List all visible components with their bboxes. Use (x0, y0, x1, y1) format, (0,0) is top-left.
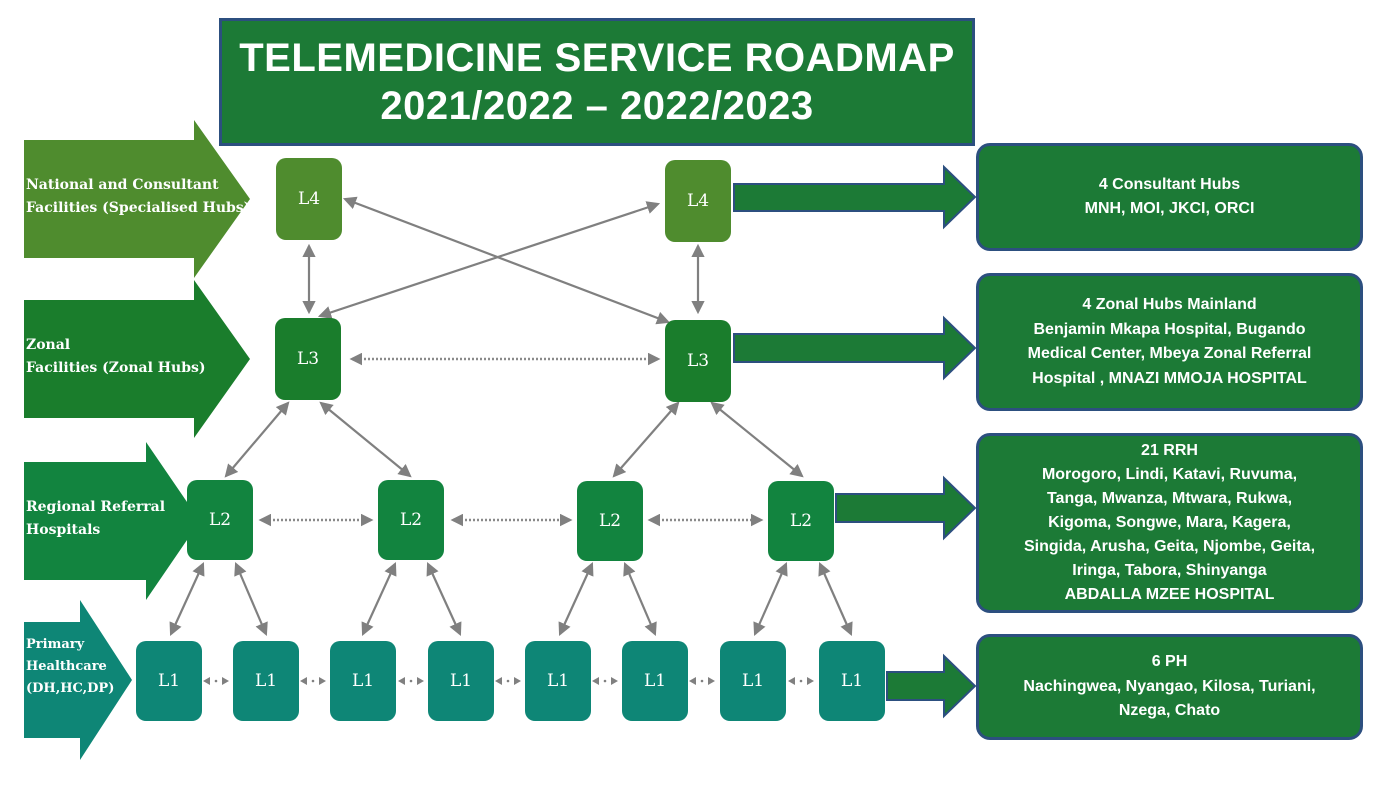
tier-arrow-primary (24, 600, 132, 760)
info-line: 4 Consultant Hubs (1098, 175, 1241, 193)
info-line: Benjamin Mkapa Hospital, Bugando (1033, 320, 1306, 338)
link-l3-l2-c (612, 401, 680, 478)
feed-arrow-l1 (886, 653, 977, 719)
node-l1-3: L1 (330, 641, 396, 721)
node-l1-2: L1 (233, 641, 299, 721)
node-l4-left: L4 (276, 158, 342, 240)
title-line-1: TELEMEDICINE SERVICE ROADMAP (239, 36, 955, 80)
l1-peer-3 (398, 677, 424, 685)
node-l4-right: L4 (665, 160, 731, 242)
feed-arrow-l4 (733, 164, 977, 230)
title-banner: TELEMEDICINE SERVICE ROADMAP 2021/2022 –… (219, 18, 975, 146)
tier-label-zonal: Zonal Facilities (Zonal Hubs) (26, 337, 206, 376)
info-line: Nzega, Chato (1118, 702, 1221, 720)
info-box-ph: 6 PH Nachingwea, Nyangao, Kilosa, Turian… (976, 634, 1363, 740)
tier-label-national: National and Consultant Facilities (Spec… (26, 177, 251, 216)
tier-label-primary: Primary Healthcare (DH,HC,DP) (26, 637, 115, 696)
l1-peer-6 (689, 677, 715, 685)
node-l1-5: L1 (525, 641, 591, 721)
tier-label-regional: Regional Referral Hospitals (26, 499, 166, 538)
node-l1-7: L1 (720, 641, 786, 721)
info-line: MNH, MOI, JKCI, ORCI (1084, 200, 1255, 217)
info-box-rrh: 21 RRH Morogoro, Lindi, Katavi, Ruvuma, … (976, 433, 1363, 613)
link-l3-l2-d (710, 401, 804, 478)
info-line: ABDALLA MZEE HOSPITAL (1064, 586, 1275, 603)
l1-peer-1 (203, 677, 229, 685)
info-line: Singida, Arusha, Geita, Njombe, Geita, (1023, 538, 1316, 555)
node-l2-2: L2 (378, 480, 444, 560)
link-l2-l1-6 (623, 561, 657, 637)
link-l2-l1-1 (169, 561, 205, 637)
info-line: Morogoro, Lindi, Katavi, Ruvuma, (1041, 466, 1298, 483)
node-l3-right: L3 (665, 320, 731, 402)
link-cross-b (317, 201, 661, 319)
l1-peer-4 (495, 677, 521, 685)
l1-peer-7 (788, 677, 814, 685)
info-box-consultant-hubs: 4 Consultant Hubs MNH, MOI, JKCI, ORCI (976, 143, 1363, 251)
info-line: Kigoma, Songwe, Mara, Kagera, (1048, 514, 1291, 531)
tier-arrow-national (24, 120, 250, 278)
info-line: 4 Zonal Hubs Mainland (1082, 296, 1257, 313)
link-l2-l1-7 (753, 561, 788, 637)
title-line-2: 2021/2022 – 2022/2023 (380, 84, 814, 128)
info-line: Nachingwea, Nyangao, Kilosa, Turiani, (1023, 677, 1316, 695)
link-l2-l1-4 (426, 561, 462, 637)
tier-arrow-zonal (24, 280, 250, 438)
feed-arrow-l2 (835, 475, 977, 541)
link-l3-l2-b (319, 401, 412, 478)
info-line: Hospital , MNAZI MMOJA HOSPITAL (1032, 369, 1307, 387)
node-l2-3: L2 (577, 481, 643, 561)
node-l3-left: L3 (275, 318, 341, 400)
l1-peer-2 (300, 677, 326, 685)
l1-peer-5 (592, 677, 618, 685)
info-line: 21 RRH (1141, 442, 1198, 459)
tier-arrow-regional (24, 442, 200, 600)
info-line: Medical Center, Mbeya Zonal Referral (1027, 345, 1312, 362)
link-l2-l1-2 (234, 561, 268, 637)
node-l1-4: L1 (428, 641, 494, 721)
link-l2-l1-8 (818, 561, 853, 637)
feed-arrow-l3 (733, 315, 977, 381)
node-l1-6: L1 (622, 641, 688, 721)
node-l1-8: L1 (819, 641, 885, 721)
info-line: Tanga, Mwanza, Mtwara, Rukwa, (1046, 490, 1293, 507)
node-l1-1: L1 (136, 641, 202, 721)
info-line: Iringa, Tabora, Shinyanga (1072, 562, 1267, 579)
node-l2-1: L2 (187, 480, 253, 560)
link-l3-l2-a (224, 401, 290, 478)
link-l2-l1-3 (361, 561, 397, 637)
info-box-zonal-hubs: 4 Zonal Hubs Mainland Benjamin Mkapa Hos… (976, 273, 1363, 411)
node-l2-4: L2 (768, 481, 834, 561)
info-line: 6 PH (1151, 653, 1188, 671)
link-l2-l1-5 (558, 561, 594, 637)
